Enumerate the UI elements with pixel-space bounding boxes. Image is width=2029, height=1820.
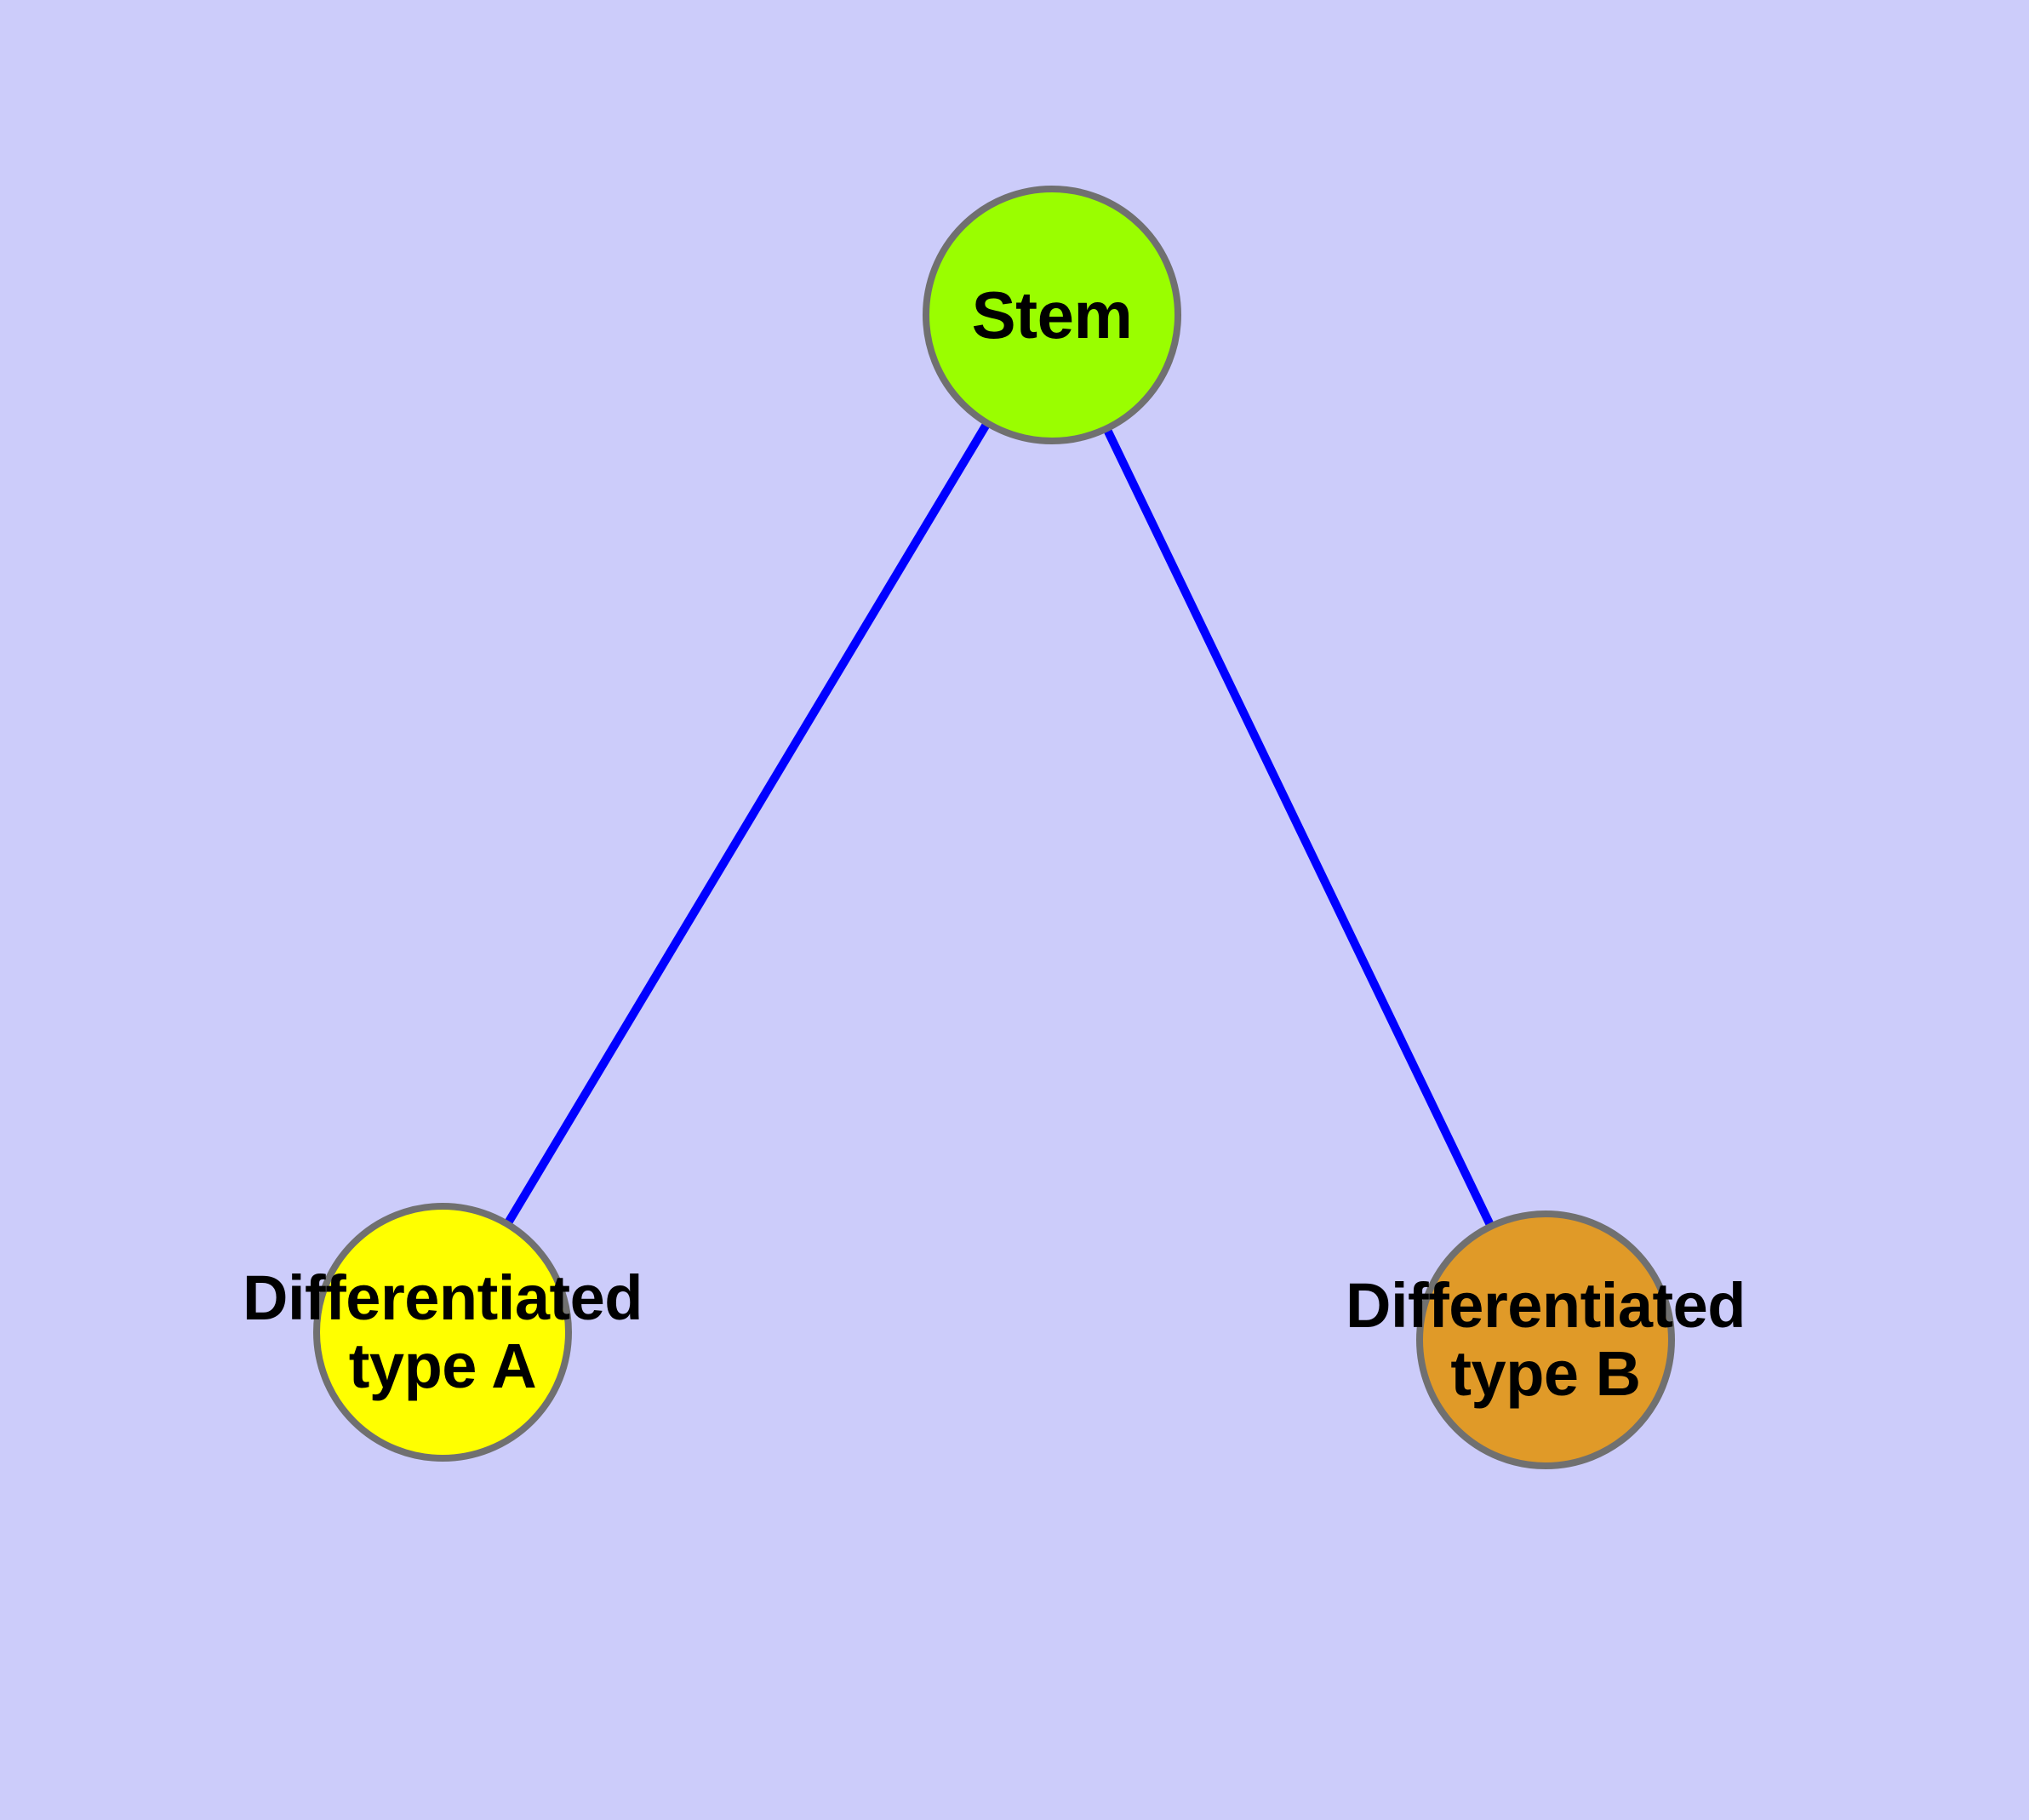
node-layer <box>313 186 1675 1469</box>
node-circle-differentiated-type-b[interactable] <box>1416 1210 1675 1469</box>
edge-stem-to-diff-a[interactable] <box>438 312 1056 1335</box>
edge-stem-to-diff-b[interactable] <box>1048 312 1550 1342</box>
node-circle-stem[interactable] <box>923 186 1181 444</box>
edge-layer <box>438 312 1550 1342</box>
node-circle-differentiated-type-a[interactable] <box>313 1203 572 1462</box>
